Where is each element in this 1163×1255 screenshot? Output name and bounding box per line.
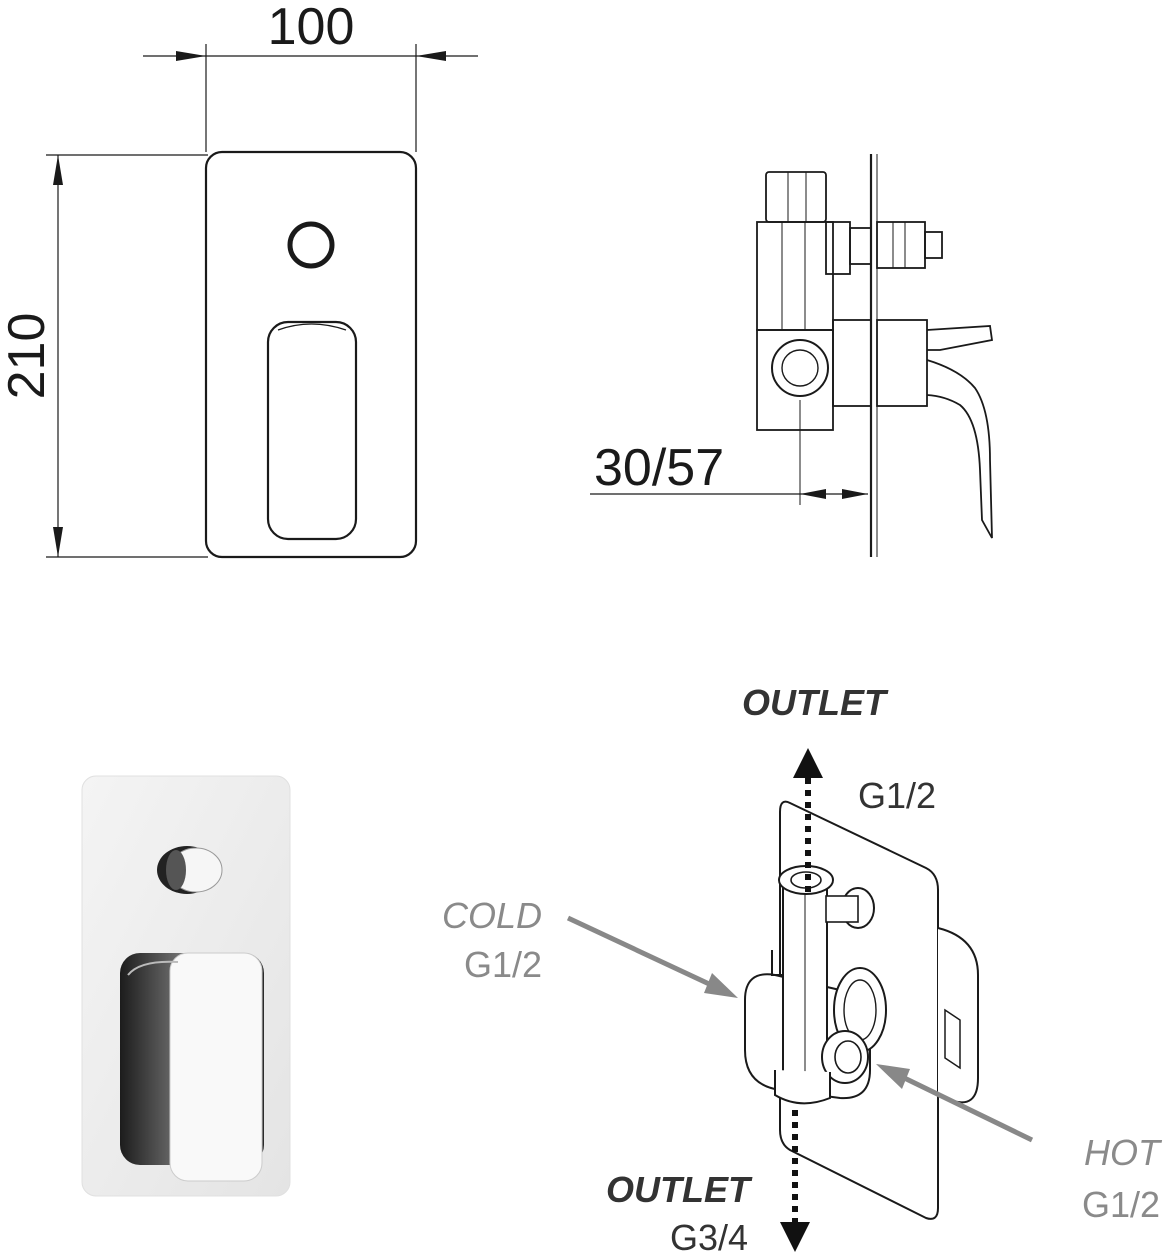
side-view — [590, 154, 994, 557]
cold-size-label: G1/2 — [464, 944, 542, 985]
hot-label: HOT — [1084, 1132, 1163, 1173]
cold-label: COLD — [442, 895, 542, 936]
outlet-bottom-size-label: G3/4 — [670, 1217, 748, 1255]
valve-3d-view — [744, 800, 979, 1220]
depth-dimension-label: 30/57 — [594, 439, 724, 497]
product-render — [81, 775, 291, 1197]
hot-size-label: G1/2 — [1082, 1184, 1160, 1225]
outlet-top-label: OUTLET — [742, 682, 889, 723]
outlet-top-size-label: G1/2 — [858, 775, 936, 816]
width-dimension-label: 100 — [268, 0, 355, 56]
outlet-flow-arrows — [780, 748, 823, 1252]
height-dimension-label: 210 — [0, 313, 56, 400]
inlet-pointer-arrows — [566, 915, 1034, 1143]
front-view — [46, 44, 478, 559]
outlet-bottom-label: OUTLET — [606, 1169, 753, 1210]
